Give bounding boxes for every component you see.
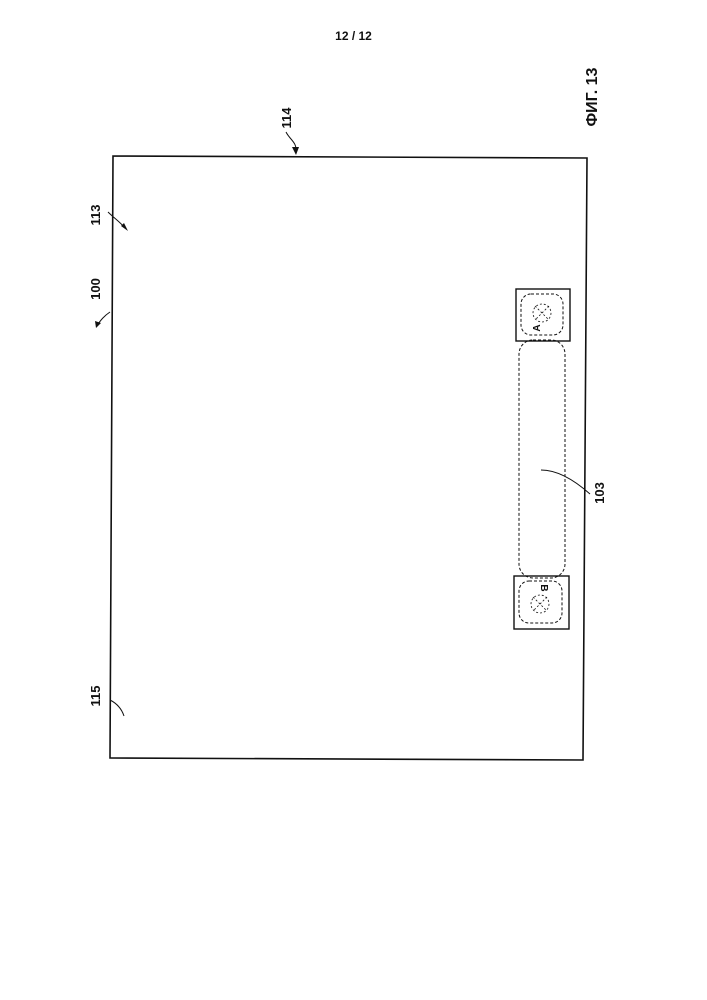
pad-a-label: A: [532, 324, 543, 331]
leader-100: [98, 312, 110, 324]
pad-b: B: [514, 576, 569, 629]
ref-label-103: 103: [592, 482, 607, 504]
conductor-103: [519, 340, 565, 578]
pad-b-label: B: [538, 584, 549, 591]
main-board-outline: [110, 156, 587, 760]
leader-115: [110, 700, 124, 716]
pad-a: A: [516, 289, 570, 341]
ref-label-114: 114: [279, 107, 294, 129]
ref-label-113: 113: [88, 205, 103, 226]
arrowhead-114: [292, 147, 299, 155]
ref-label-100: 100: [88, 278, 103, 300]
figure-title: ФИГ. 13: [584, 67, 601, 126]
ref-label-115: 115: [88, 686, 103, 707]
